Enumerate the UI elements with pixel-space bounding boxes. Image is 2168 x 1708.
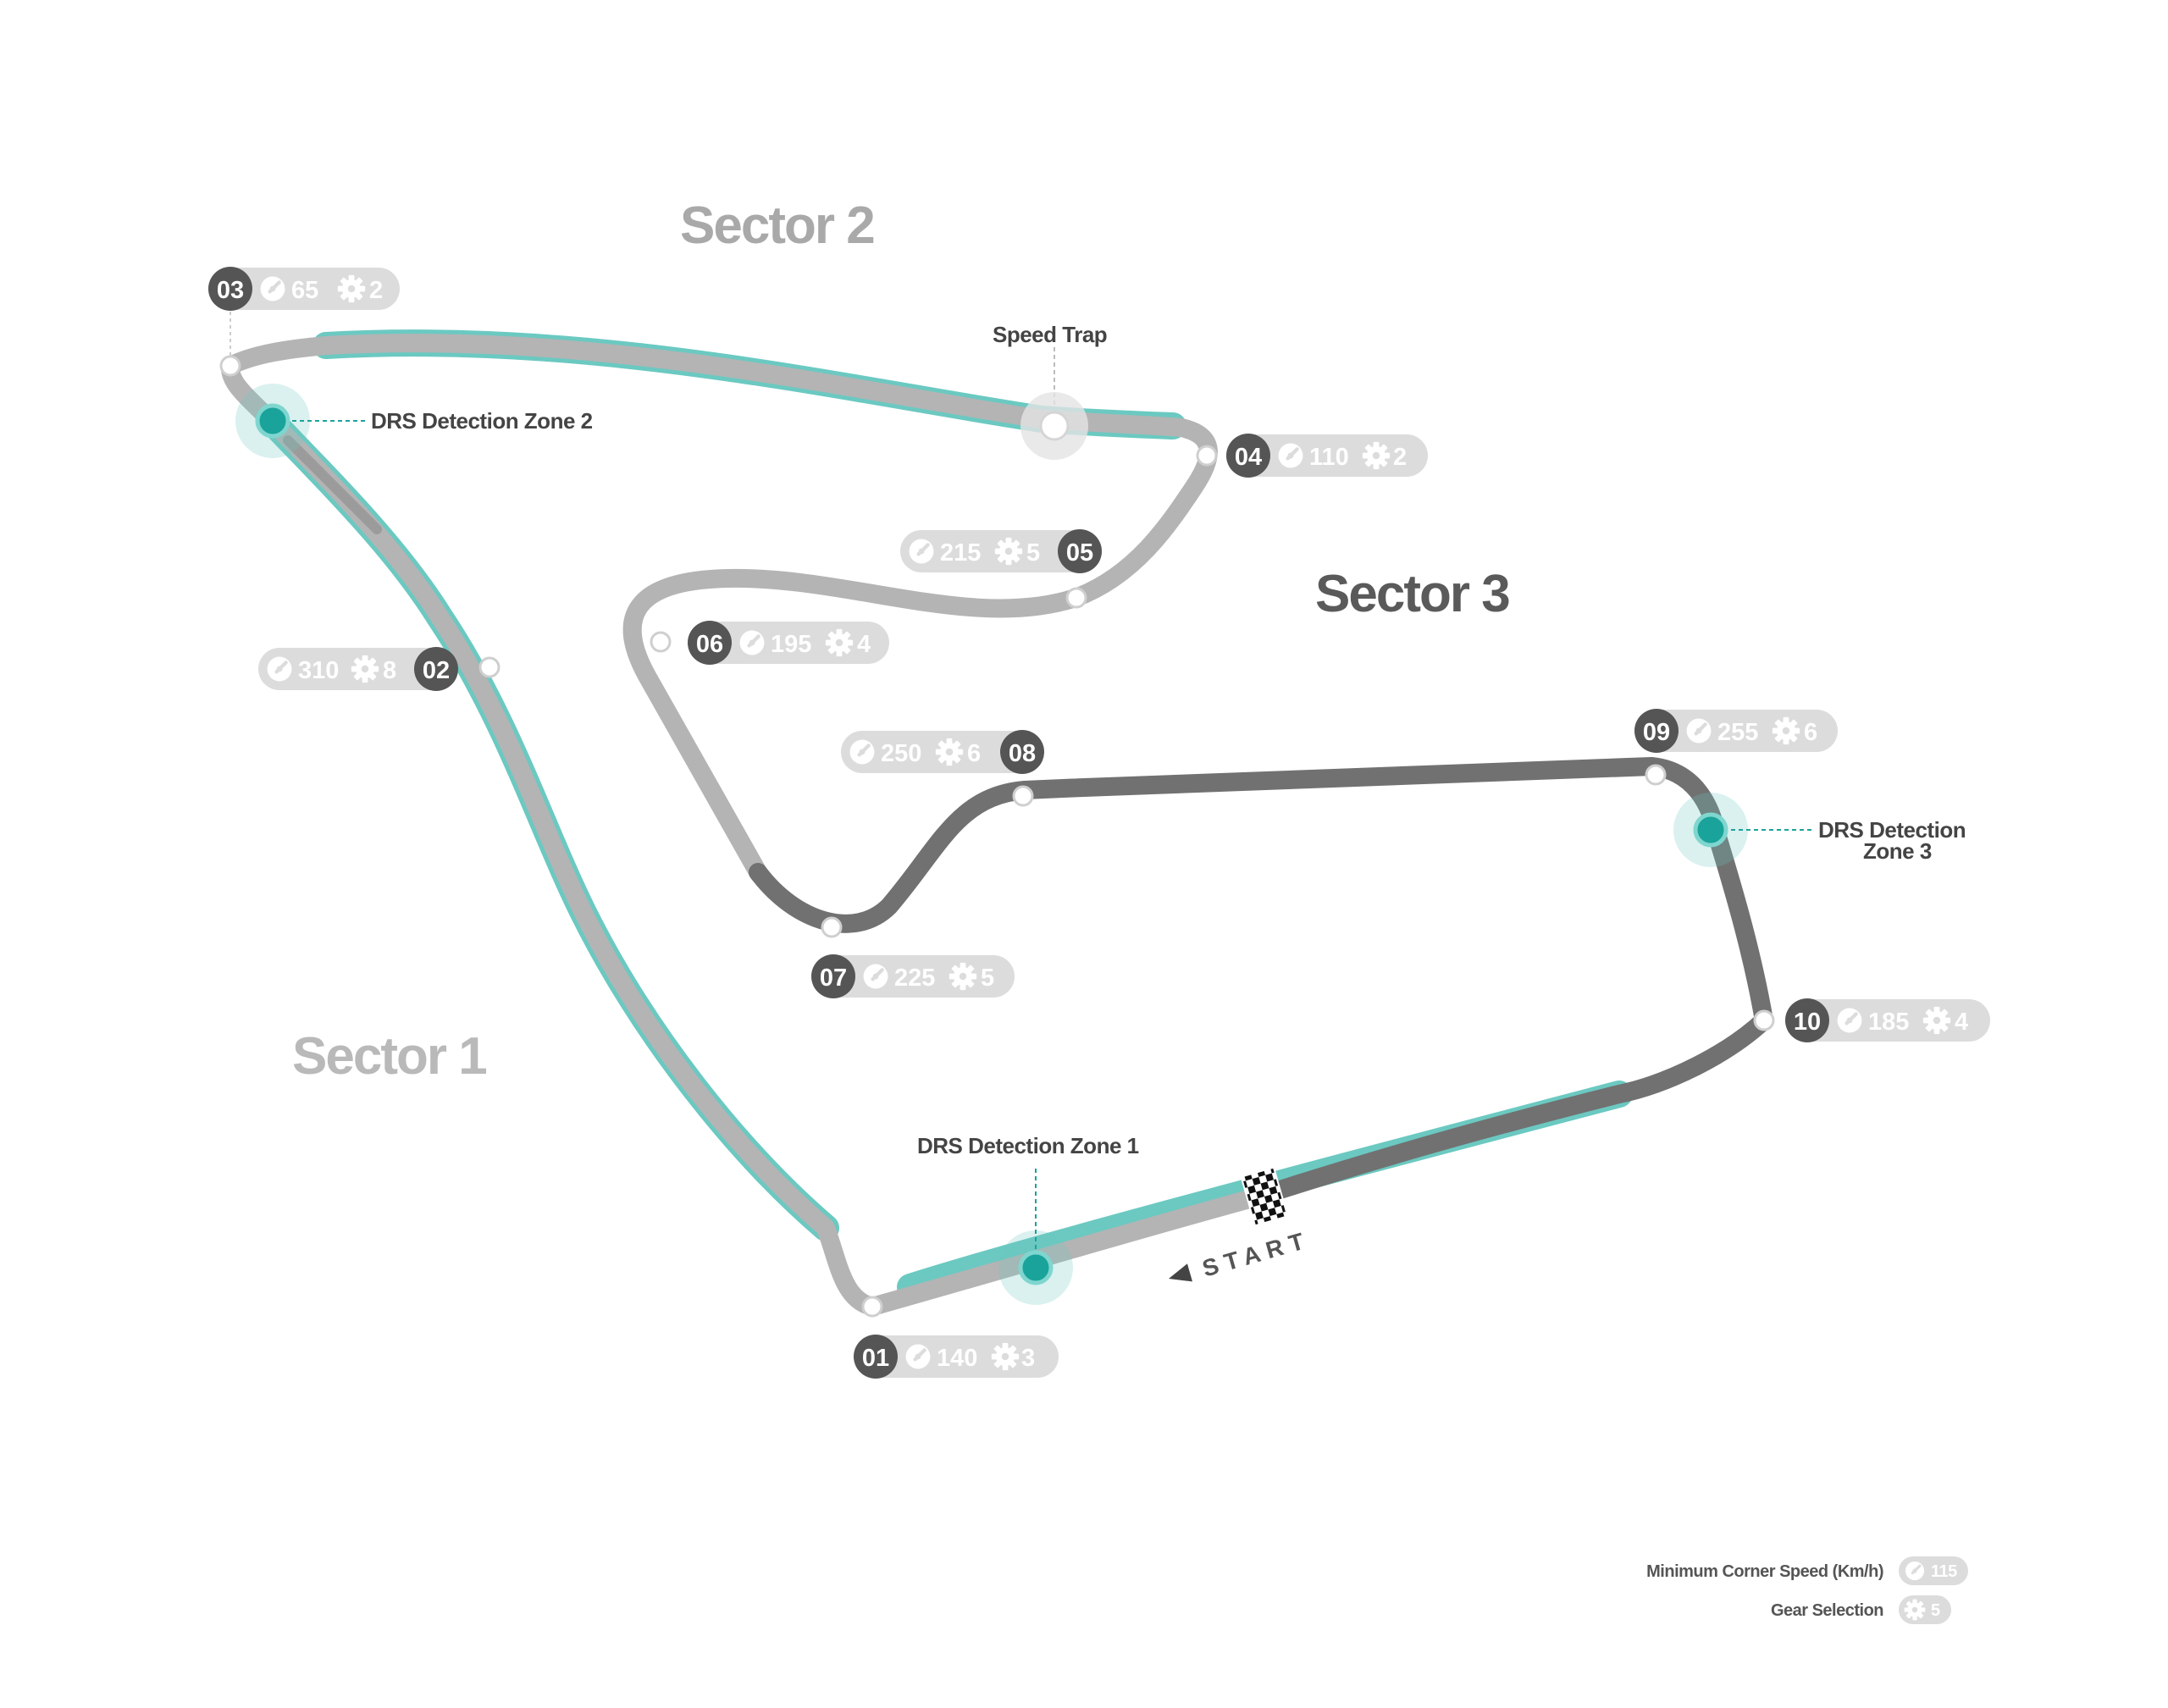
corner-dot-01 bbox=[861, 1296, 883, 1318]
corner-06-badge: 06 195 4 bbox=[688, 621, 889, 665]
corner-03-gear: 2 bbox=[369, 277, 383, 304]
corner-05-number: 05 bbox=[1066, 539, 1093, 567]
legend-gear-label: Gear Selection bbox=[1771, 1601, 1883, 1620]
speed-trap: Speed Trap bbox=[993, 322, 1108, 460]
drs-zone-3-label-line2: Zone 3 bbox=[1863, 838, 1932, 864]
gear-icon bbox=[948, 962, 977, 991]
gear-icon bbox=[1362, 441, 1391, 470]
drs-zone-2-label: DRS Detection Zone 2 bbox=[371, 408, 593, 434]
corner-05-gear: 5 bbox=[1026, 539, 1040, 567]
corner-07-speed: 225 bbox=[894, 965, 935, 992]
corner-01-badge: 01 140 3 bbox=[854, 1335, 1059, 1379]
start-finish-line bbox=[1240, 1166, 1289, 1227]
corner-dot-07 bbox=[821, 916, 843, 938]
corner-07-badge: 07 225 5 bbox=[811, 954, 1015, 998]
corner-dot-06 bbox=[650, 631, 672, 653]
gear-icon bbox=[935, 738, 964, 766]
corner-08-badge: 250 6 08 bbox=[841, 730, 1044, 774]
drs-detection-zone-2: DRS Detection Zone 2 bbox=[235, 384, 593, 458]
corner-dot-09 bbox=[1645, 764, 1667, 786]
corner-01-speed: 140 bbox=[937, 1345, 977, 1372]
legend-gear-icon bbox=[1904, 1599, 1926, 1621]
corner-04-number: 04 bbox=[1235, 444, 1262, 471]
corner-dot-05 bbox=[1065, 587, 1087, 609]
gear-icon bbox=[1772, 716, 1800, 745]
corner-02-speed: 310 bbox=[298, 657, 339, 684]
corner-markers bbox=[219, 355, 1775, 1318]
corner-06-gear: 4 bbox=[857, 631, 871, 658]
corner-06-speed: 195 bbox=[771, 631, 811, 658]
corner-09-badge: 09 255 6 bbox=[1634, 709, 1838, 753]
gear-icon bbox=[825, 628, 854, 657]
speedometer-icon bbox=[910, 539, 934, 564]
sector-3-label: Sector 3 bbox=[1315, 565, 1509, 623]
corner-09-number: 09 bbox=[1643, 719, 1670, 746]
corner-09-speed: 255 bbox=[1717, 719, 1758, 746]
corner-09-gear: 6 bbox=[1804, 719, 1817, 746]
speedometer-icon bbox=[1838, 1009, 1862, 1033]
corner-04-gear: 2 bbox=[1393, 444, 1407, 471]
speedometer-icon bbox=[740, 631, 765, 655]
corner-07-gear: 5 bbox=[981, 965, 994, 992]
legend-speed-example: 115 bbox=[1931, 1562, 1957, 1581]
gear-icon bbox=[1922, 1006, 1951, 1035]
corner-06-number: 06 bbox=[696, 631, 723, 658]
speedometer-icon bbox=[906, 1345, 931, 1369]
corner-03-badge: 03 65 2 bbox=[208, 267, 400, 311]
speedometer-icon bbox=[850, 740, 875, 765]
corner-dot-03 bbox=[219, 355, 241, 377]
start-direction: START bbox=[1169, 1226, 1314, 1282]
corner-03-number: 03 bbox=[217, 277, 244, 304]
corner-dot-10 bbox=[1753, 1009, 1775, 1031]
corner-dot-04 bbox=[1196, 445, 1218, 467]
corner-10-speed: 185 bbox=[1868, 1009, 1909, 1036]
corner-01-number: 01 bbox=[862, 1345, 889, 1372]
gear-icon bbox=[351, 655, 379, 683]
corner-08-gear: 6 bbox=[967, 740, 981, 767]
corner-08-speed: 250 bbox=[881, 740, 921, 767]
corner-dot-02 bbox=[478, 656, 501, 678]
corner-02-number: 02 bbox=[423, 657, 450, 684]
drs-detection-zone-3: DRS Detection Zone 3 bbox=[1673, 793, 1966, 867]
speedometer-icon bbox=[1687, 719, 1712, 743]
track-sector-1-shade bbox=[283, 435, 382, 534]
drs-zone-1-label: DRS Detection Zone 1 bbox=[917, 1133, 1139, 1158]
corner-05-speed: 215 bbox=[940, 539, 981, 567]
legend-speed-label: Minimum Corner Speed (Km/h) bbox=[1646, 1562, 1883, 1581]
corner-05-badge: 215 5 05 bbox=[900, 529, 1102, 573]
drs-detection-zone-1: DRS Detection Zone 1 bbox=[917, 1133, 1139, 1305]
track-sector-3 bbox=[749, 757, 1773, 1205]
sector-2-label: Sector 2 bbox=[680, 196, 874, 255]
corner-04-badge: 04 110 2 bbox=[1226, 434, 1428, 478]
speedometer-icon bbox=[268, 657, 292, 682]
corner-01-gear: 3 bbox=[1021, 1345, 1035, 1372]
corner-04-speed: 110 bbox=[1309, 444, 1349, 471]
speedometer-icon bbox=[261, 277, 285, 301]
speed-trap-label: Speed Trap bbox=[993, 322, 1107, 347]
legend: Minimum Corner Speed (Km/h) 115 Gear Sel… bbox=[1646, 1556, 1968, 1624]
corner-08-number: 08 bbox=[1009, 740, 1036, 767]
corner-10-gear: 4 bbox=[1955, 1009, 1968, 1036]
sector-1-label: Sector 1 bbox=[292, 1027, 486, 1086]
gear-icon bbox=[991, 1342, 1020, 1371]
speedometer-icon bbox=[1279, 444, 1303, 468]
legend-gear-example: 5 bbox=[1931, 1601, 1940, 1620]
corner-02-gear: 8 bbox=[383, 657, 396, 684]
speedometer-icon bbox=[864, 965, 888, 989]
start-arrow-icon bbox=[1169, 1263, 1193, 1282]
gear-icon bbox=[337, 274, 366, 303]
legend-speedometer-icon bbox=[1904, 1560, 1926, 1582]
corner-10-badge: 10 185 4 bbox=[1785, 998, 1990, 1042]
corner-10-number: 10 bbox=[1794, 1009, 1821, 1036]
gear-icon bbox=[994, 537, 1023, 566]
drs-zone-3-label-line1: DRS Detection bbox=[1818, 817, 1966, 843]
corner-dot-08 bbox=[1012, 785, 1034, 807]
corner-02-badge: 310 8 02 bbox=[258, 647, 458, 691]
corner-07-number: 07 bbox=[820, 965, 847, 992]
corner-03-speed: 65 bbox=[291, 277, 318, 304]
track bbox=[221, 334, 1773, 1316]
start-label: START bbox=[1199, 1226, 1314, 1282]
